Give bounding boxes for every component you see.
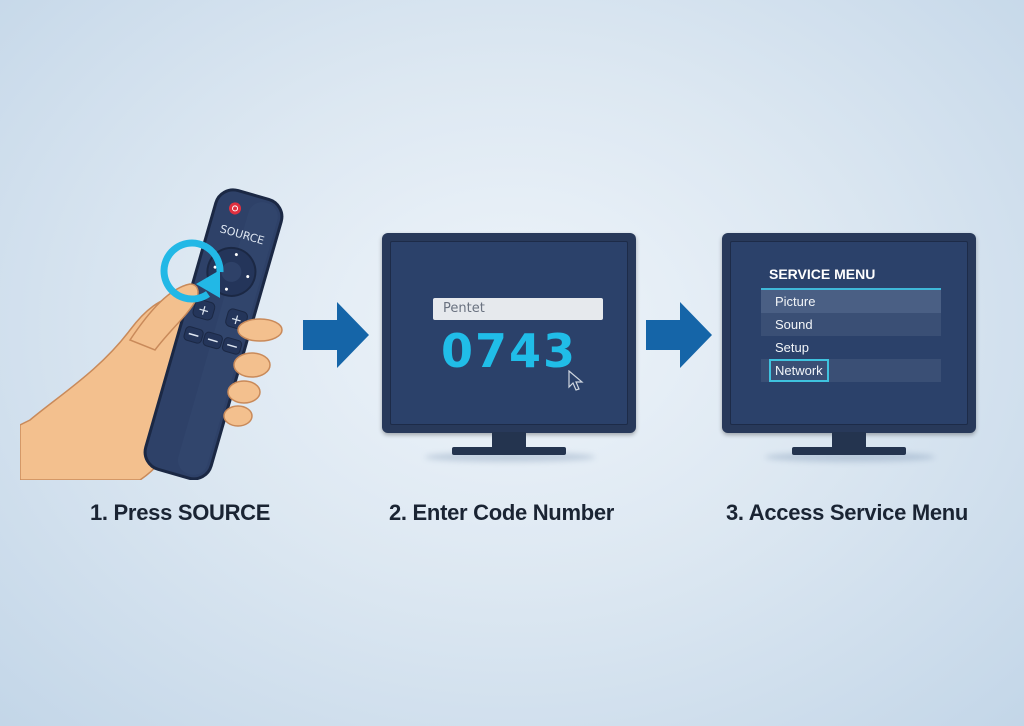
step-2-caption: 2. Enter Code Number xyxy=(389,500,615,525)
step-1-illustration: SOURCE + + xyxy=(19,180,300,481)
monitor-stand xyxy=(492,432,526,448)
service-menu-screen: SERVICE MENU Picture Sound Setup Network xyxy=(730,241,968,425)
mouse-cursor-icon xyxy=(568,370,584,391)
menu-item-network-selected[interactable]: Network xyxy=(769,359,829,382)
rotate-arrow-icon xyxy=(160,239,224,303)
code-entry-screen: Pentet 0743 xyxy=(390,241,628,425)
service-menu-list: Picture Sound Setup Network xyxy=(761,288,941,382)
monitor-shadow xyxy=(765,452,935,462)
code-input-field[interactable]: Pentet xyxy=(433,298,603,320)
arrow-right-icon xyxy=(303,302,369,368)
monitor-shadow xyxy=(425,452,595,462)
power-icon xyxy=(229,202,242,215)
monitor-base xyxy=(452,447,566,455)
arrow-right-icon xyxy=(646,302,712,368)
menu-item-sound[interactable]: Sound xyxy=(761,313,941,336)
code-entry-monitor: Pentet 0743 xyxy=(382,233,636,433)
menu-item-picture[interactable]: Picture xyxy=(761,290,941,313)
step-1-caption: 1. Press SOURCE xyxy=(90,500,271,525)
code-number: 0743 xyxy=(440,324,578,378)
menu-item-setup[interactable]: Setup xyxy=(775,340,809,355)
remote-control-icon: SOURCE + + xyxy=(19,188,284,481)
monitor-base xyxy=(792,447,906,455)
svg-text:+: + xyxy=(196,301,212,320)
menu-item-network[interactable]: Network xyxy=(761,359,941,382)
monitor-stand xyxy=(832,432,866,448)
step-3-caption: 3. Access Service Menu xyxy=(726,500,969,525)
service-menu-title: SERVICE MENU xyxy=(769,266,876,282)
service-menu-monitor: SERVICE MENU Picture Sound Setup Network xyxy=(722,233,976,433)
